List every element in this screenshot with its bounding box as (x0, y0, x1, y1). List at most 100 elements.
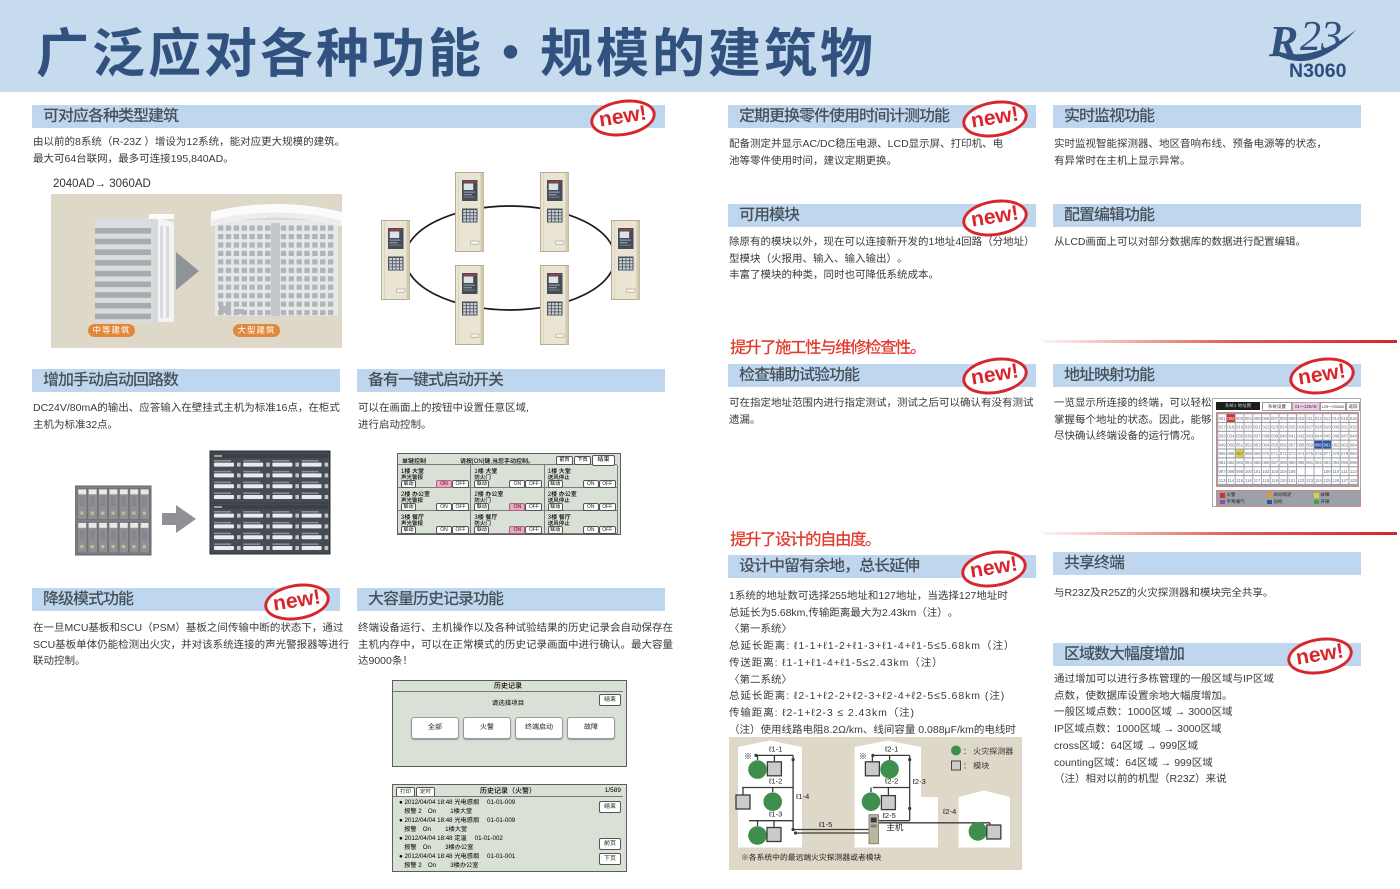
svg-text:101: 101 (1254, 469, 1262, 474)
svg-text:088: 088 (1280, 460, 1288, 465)
svg-text:093: 093 (1324, 460, 1332, 465)
svg-text:011: 011 (1306, 416, 1313, 421)
svg-text:021: 021 (1254, 425, 1262, 430)
svg-text:主机: 主机 (886, 823, 904, 833)
svg-text:076: 076 (1315, 451, 1323, 456)
svg-text:084: 084 (1245, 460, 1253, 465)
svg-text:065: 065 (1219, 451, 1227, 456)
svg-text:ℓ1-5: ℓ1-5 (818, 820, 832, 829)
svg-text:027: 027 (1306, 425, 1314, 430)
svg-text:037: 037 (1254, 434, 1262, 439)
svg-text:092: 092 (1315, 460, 1323, 465)
svg-text:112: 112 (1350, 469, 1357, 474)
svg-text:026: 026 (1297, 425, 1305, 430)
svg-text:070: 070 (1262, 451, 1270, 456)
svg-text:128: 128 (1350, 478, 1358, 483)
svg-text:072: 072 (1280, 451, 1288, 456)
svg-text:116: 116 (1245, 478, 1252, 483)
svg-text:045: 045 (1324, 434, 1332, 439)
svg-text:040: 040 (1280, 434, 1288, 439)
svg-text:029: 029 (1324, 425, 1332, 430)
svg-text:003: 003 (1236, 416, 1244, 421)
svg-text:ℓ1-3: ℓ1-3 (768, 810, 782, 819)
svg-text:043: 043 (1306, 434, 1314, 439)
svg-text:050: 050 (1227, 442, 1235, 447)
svg-text:024: 024 (1280, 425, 1288, 430)
svg-text:123: 123 (1306, 478, 1314, 483)
svg-text:053: 053 (1254, 442, 1262, 447)
svg-text:031: 031 (1341, 425, 1349, 430)
svg-text:085: 085 (1254, 460, 1262, 465)
svg-text:064: 064 (1350, 442, 1358, 447)
svg-text:048: 048 (1350, 434, 1358, 439)
svg-text:055: 055 (1271, 442, 1279, 447)
svg-text:001: 001 (1219, 416, 1227, 421)
svg-text:013: 013 (1324, 416, 1332, 421)
svg-text:059: 059 (1306, 442, 1314, 447)
svg-text:044: 044 (1315, 434, 1323, 439)
svg-text:036: 036 (1245, 434, 1253, 439)
svg-text:ℓ2-3: ℓ2-3 (912, 777, 926, 786)
svg-text:020: 020 (1245, 425, 1253, 430)
svg-text:111: 111 (1341, 469, 1348, 474)
svg-text:ℓ1-2: ℓ1-2 (768, 777, 782, 786)
svg-text:058: 058 (1297, 442, 1305, 447)
svg-text:ℓ1-1: ℓ1-1 (768, 745, 782, 754)
svg-text:030: 030 (1332, 425, 1340, 430)
svg-text:115: 115 (1236, 478, 1243, 483)
svg-text:086: 086 (1262, 460, 1270, 465)
svg-text:083: 083 (1236, 460, 1244, 465)
svg-text:005: 005 (1254, 416, 1262, 421)
svg-text:071: 071 (1271, 451, 1279, 456)
svg-text:008: 008 (1280, 416, 1288, 421)
svg-text:091: 091 (1306, 460, 1314, 465)
svg-text:022: 022 (1262, 425, 1270, 430)
svg-text:074: 074 (1297, 451, 1305, 456)
svg-text:114: 114 (1228, 478, 1235, 483)
svg-text:068: 068 (1245, 451, 1253, 456)
svg-text:007: 007 (1271, 416, 1279, 421)
svg-text:100: 100 (1245, 469, 1253, 474)
svg-text:089: 089 (1289, 460, 1297, 465)
svg-text:073: 073 (1289, 451, 1297, 456)
svg-text:009: 009 (1289, 416, 1297, 421)
svg-text:110: 110 (1333, 469, 1340, 474)
svg-text:010: 010 (1297, 416, 1305, 421)
svg-text:081: 081 (1219, 460, 1227, 465)
svg-text:019: 019 (1236, 425, 1244, 430)
svg-text:025: 025 (1289, 425, 1297, 430)
svg-text:023: 023 (1271, 425, 1279, 430)
svg-text:028: 028 (1315, 425, 1323, 430)
svg-text:124: 124 (1315, 478, 1323, 483)
svg-text:002: 002 (1227, 416, 1235, 421)
svg-text:109: 109 (1324, 469, 1332, 474)
svg-text:121: 121 (1289, 478, 1297, 483)
svg-text:ℓ2-1: ℓ2-1 (884, 745, 898, 754)
svg-text:049: 049 (1219, 442, 1227, 447)
svg-text:033: 033 (1219, 434, 1227, 439)
svg-text:： 火灾探测器: ： 火灾探测器 (963, 747, 1013, 756)
svg-text:082: 082 (1227, 460, 1235, 465)
svg-text:035: 035 (1236, 434, 1244, 439)
svg-text:ℓ2-5: ℓ2-5 (882, 811, 896, 820)
svg-text:103: 103 (1271, 469, 1279, 474)
svg-text:118: 118 (1263, 478, 1270, 483)
svg-text:067: 067 (1236, 451, 1244, 456)
svg-text:057: 057 (1289, 442, 1297, 447)
svg-text:061: 061 (1324, 442, 1332, 447)
svg-text:042: 042 (1297, 434, 1305, 439)
svg-text:066: 066 (1227, 451, 1235, 456)
svg-text:※: ※ (744, 752, 752, 761)
svg-text:004: 004 (1245, 416, 1253, 421)
svg-text:122: 122 (1297, 478, 1305, 483)
svg-text:038: 038 (1262, 434, 1270, 439)
svg-text:052: 052 (1245, 442, 1253, 447)
svg-text:060: 060 (1315, 442, 1323, 447)
svg-text:ℓ1-4: ℓ1-4 (795, 792, 809, 801)
svg-text:056: 056 (1280, 442, 1288, 447)
svg-text:※: ※ (859, 752, 867, 761)
svg-text:094: 094 (1332, 460, 1340, 465)
svg-text:ℓ2-4: ℓ2-4 (942, 807, 956, 816)
svg-text:104: 104 (1280, 469, 1288, 474)
svg-text:016: 016 (1350, 416, 1358, 421)
